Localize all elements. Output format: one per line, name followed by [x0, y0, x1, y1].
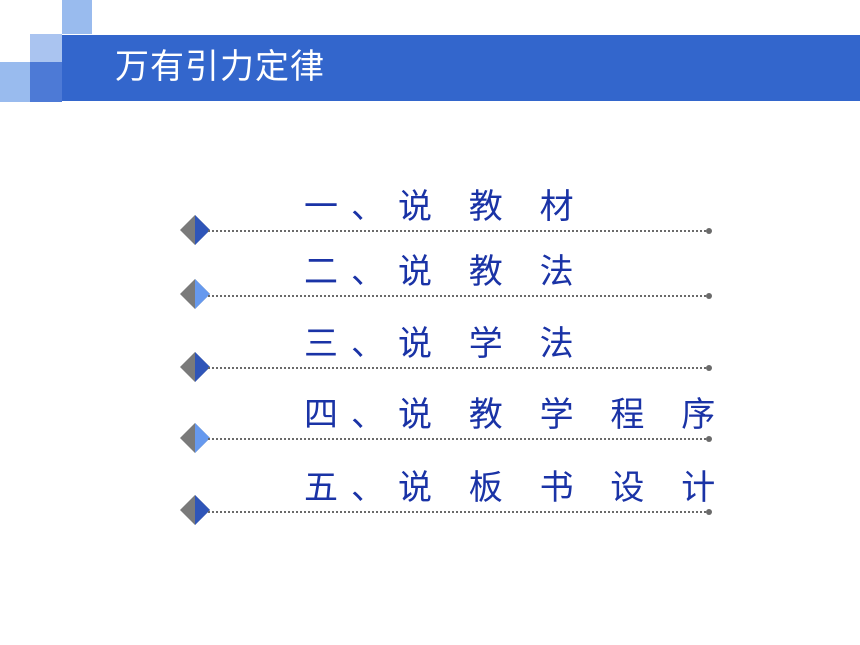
leader-end-dot [706, 228, 712, 234]
menu-item-3[interactable]: 三、说 学 法 [180, 324, 720, 382]
corner-square-top [62, 0, 92, 34]
corner-square-dark [30, 62, 62, 102]
slide-title: 万有引力定律 [115, 47, 325, 87]
dotted-leader [208, 438, 710, 440]
corner-square-mid [30, 34, 62, 62]
diamond-bullet-icon [180, 279, 210, 309]
leader-end-dot [706, 365, 712, 371]
menu-item-label: 一、说 教 材 [304, 187, 587, 227]
diamond-bullet-icon [180, 423, 210, 453]
dotted-leader [208, 367, 710, 369]
menu-item-4[interactable]: 四、说 教 学 程 序 [180, 395, 720, 453]
menu-item-label: 三、说 学 法 [304, 324, 587, 364]
title-bar [62, 35, 860, 101]
leader-end-dot [706, 293, 712, 299]
menu-item-label: 二、说 教 法 [304, 252, 587, 292]
corner-square-left [0, 62, 30, 102]
menu-item-label: 四、说 教 学 程 序 [304, 395, 729, 435]
menu-item-5[interactable]: 五、说 板 书 设 计 [180, 468, 720, 525]
menu-item-2[interactable]: 二、说 教 法 [180, 252, 720, 309]
leader-end-dot [706, 436, 712, 442]
dotted-leader [208, 230, 710, 232]
menu-item-label: 五、说 板 书 设 计 [304, 468, 729, 508]
dotted-leader [208, 511, 710, 513]
menu-item-1[interactable]: 一、说 教 材 [180, 187, 720, 245]
leader-end-dot [706, 509, 712, 515]
dotted-leader [208, 295, 710, 297]
diamond-bullet-icon [180, 215, 210, 245]
diamond-bullet-icon [180, 495, 210, 525]
diamond-bullet-icon [180, 352, 210, 382]
